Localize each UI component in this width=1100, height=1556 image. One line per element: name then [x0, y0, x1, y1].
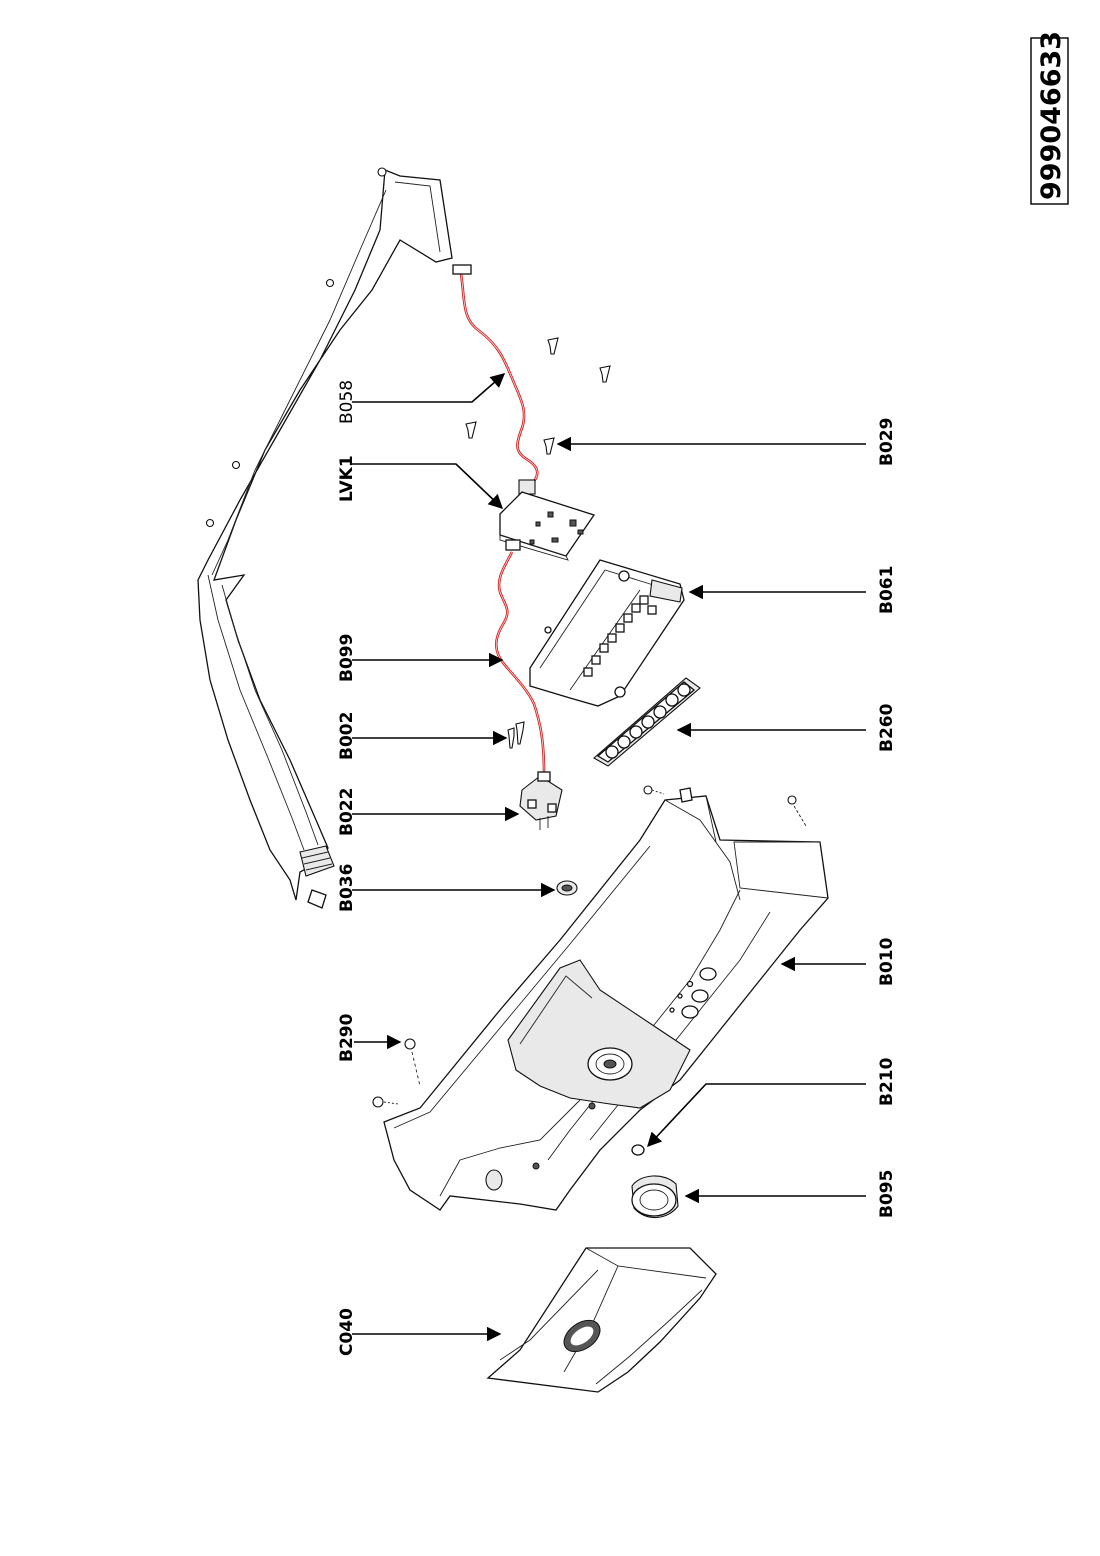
control-panel-b010 — [383, 785, 829, 1211]
knob-b095-icon — [631, 1175, 679, 1219]
callout-b029: B029 — [877, 418, 897, 466]
screw-b029-icon — [465, 337, 611, 455]
callout-b022: B022 — [337, 788, 357, 836]
callout-b210: B210 — [877, 1057, 897, 1106]
screw-b002-icon — [507, 721, 525, 749]
wire-harness-b058 — [452, 264, 539, 495]
circuit-board-lvk1 — [499, 491, 596, 561]
frame-screw-icon — [205, 167, 387, 909]
rotary-switch-b022 — [519, 771, 563, 830]
spring-b210-icon — [631, 1144, 645, 1156]
document-number: 999046633 — [1036, 31, 1067, 200]
knob-seat-icon — [587, 1047, 633, 1081]
callout-c040: C040 — [337, 1308, 357, 1356]
callout-b002: B002 — [337, 712, 357, 760]
callout-b058: B058 — [337, 380, 357, 424]
callout-b095: B095 — [877, 1170, 897, 1218]
button-strip-b260 — [593, 677, 701, 767]
button-holes — [605, 683, 691, 759]
callout-b061: B061 — [877, 566, 897, 614]
grommet-b036-icon — [556, 880, 578, 896]
callout-leaders-left — [352, 373, 556, 1342]
callout-lvk1: LVK1 — [337, 455, 357, 502]
callout-b290: B290 — [337, 1013, 357, 1062]
cover-plate-c040 — [486, 1247, 717, 1393]
callout-b260: B260 — [877, 703, 897, 752]
wire-harness-b099 — [494, 551, 546, 773]
callout-b010: B010 — [877, 937, 897, 986]
callout-labels-right: B029 B061 B260 B010 B210 B095 — [877, 418, 897, 1218]
callout-labels-left: B058 LVK1 B099 B002 B022 B036 B290 C040 — [337, 380, 357, 1356]
panel-buttons — [669, 967, 717, 1019]
switch-housing-b061 — [529, 559, 685, 707]
callout-leaders-right — [556, 436, 866, 1204]
switch-contacts — [583, 595, 657, 677]
door-frame-panel — [197, 167, 453, 909]
screw-b290-icon — [372, 1038, 421, 1108]
callout-b036: B036 — [337, 864, 357, 912]
brand-logo-icon — [563, 1319, 601, 1353]
document-number-box: 999046633 — [1030, 31, 1069, 205]
callout-b099: B099 — [337, 634, 357, 682]
